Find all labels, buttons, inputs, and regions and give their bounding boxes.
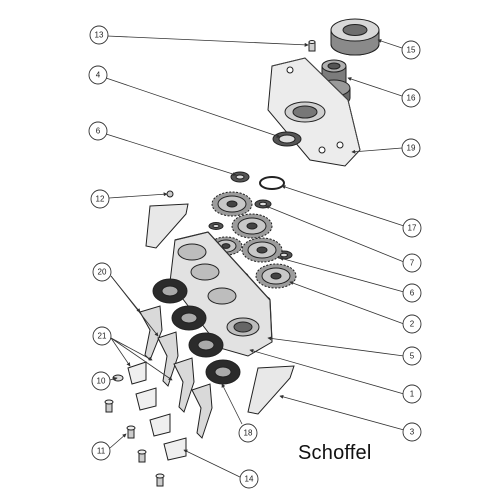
callout-7: 7 — [402, 253, 422, 273]
leader-21a — [110, 337, 131, 367]
leader-5 — [267, 336, 405, 357]
leader-17 — [281, 185, 405, 227]
svg-text:5: 5 — [410, 352, 415, 361]
callout-3: 3 — [402, 422, 422, 442]
leader-20b — [110, 275, 159, 337]
brand-name: Schoffel — [298, 442, 372, 464]
svg-text:6: 6 — [96, 127, 101, 136]
svg-text:18: 18 — [244, 429, 253, 438]
callout-20: 20 — [92, 262, 112, 282]
svg-text:14: 14 — [245, 475, 254, 484]
leader-lines — [105, 35, 405, 479]
locating-pin — [308, 40, 316, 52]
callout-17: 17 — [402, 218, 422, 238]
callout-12: 12 — [90, 189, 110, 209]
callout-4: 4 — [88, 65, 108, 85]
callout-11: 11 — [91, 441, 111, 461]
callout-16: 16 — [401, 88, 421, 108]
svg-text:4: 4 — [96, 71, 101, 80]
svg-text:21: 21 — [98, 332, 107, 341]
svg-text:11: 11 — [97, 447, 106, 456]
leader-19 — [351, 147, 403, 154]
svg-text:20: 20 — [98, 268, 107, 277]
leader-14 — [183, 449, 243, 479]
leader-18 — [221, 383, 243, 425]
fasteners — [104, 374, 165, 487]
callout-2: 2 — [402, 314, 422, 334]
callout-6b: 6 — [402, 283, 422, 303]
callout-18: 18 — [238, 423, 258, 443]
parts — [104, 18, 380, 487]
hub-cap — [330, 18, 380, 56]
leader-11 — [109, 433, 127, 449]
callout-5: 5 — [402, 346, 422, 366]
svg-text:17: 17 — [408, 224, 417, 233]
disc-plates — [152, 278, 241, 385]
svg-text:7: 7 — [410, 259, 415, 268]
callout-21: 21 — [92, 326, 112, 346]
leader-10 — [109, 376, 118, 381]
svg-text:16: 16 — [407, 94, 416, 103]
callout-14: 14 — [239, 469, 259, 489]
leader-7 — [265, 205, 405, 263]
callouts: 13 15 4 16 19 6 17 12 7 20 6 2 21 5 10 1… — [88, 25, 422, 489]
svg-text:6: 6 — [410, 289, 415, 298]
svg-text:12: 12 — [96, 195, 105, 204]
bearing — [272, 131, 302, 147]
svg-text:15: 15 — [407, 46, 416, 55]
leader-13 — [106, 35, 309, 47]
callout-6a: 6 — [88, 121, 108, 141]
callout-19: 19 — [401, 138, 421, 158]
leader-12 — [108, 192, 168, 199]
svg-text:13: 13 — [95, 31, 104, 40]
leader-2 — [289, 281, 405, 325]
cover-plate — [267, 57, 361, 167]
svg-text:19: 19 — [407, 144, 416, 153]
leader-4 — [105, 77, 281, 138]
leader-3 — [279, 394, 405, 431]
leader-15 — [377, 39, 403, 49]
side-plates — [145, 190, 295, 415]
svg-text:1: 1 — [410, 390, 415, 399]
leader-1 — [249, 348, 405, 395]
leader-21b — [110, 337, 153, 361]
svg-text:3: 3 — [410, 428, 415, 437]
svg-text:2: 2 — [410, 320, 415, 329]
leader-16 — [347, 77, 403, 97]
main-housing — [169, 231, 273, 357]
callout-15: 15 — [401, 40, 421, 60]
leader-6a — [105, 133, 237, 176]
callout-10: 10 — [91, 371, 111, 391]
callout-13: 13 — [89, 25, 109, 45]
svg-text:10: 10 — [97, 377, 106, 386]
circlip — [259, 176, 285, 190]
callout-1: 1 — [402, 384, 422, 404]
leader-21c — [110, 337, 173, 381]
tine-holders — [127, 305, 213, 461]
leader-6b — [279, 256, 405, 293]
